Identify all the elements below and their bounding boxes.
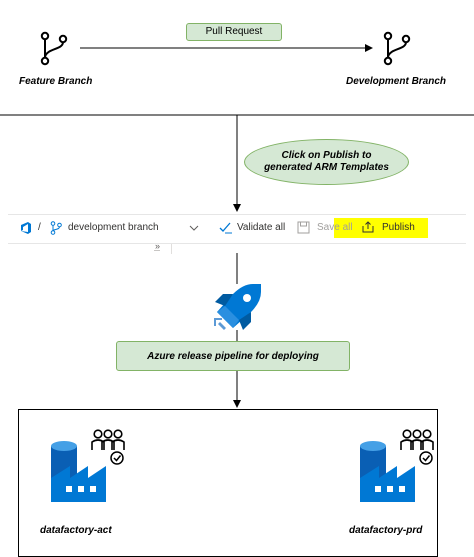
pane-divider xyxy=(171,244,172,254)
feature-branch-label: Feature Branch xyxy=(19,76,93,87)
development-branch-icon xyxy=(383,31,411,66)
save-all-button[interactable]: Save all xyxy=(317,222,353,233)
publish-button[interactable]: Publish xyxy=(382,222,415,233)
feature-branch-icon xyxy=(40,31,68,66)
breadcrumb-separator: / xyxy=(38,222,41,233)
datafactory-act-icon xyxy=(51,429,125,502)
upload-icon xyxy=(362,221,374,233)
publish-note: Click on Publish to generated ARM Templa… xyxy=(244,139,409,185)
datafactory-act-label: datafactory-act xyxy=(40,525,112,536)
pull-request-label: Pull Request xyxy=(186,23,282,41)
publish-note-text: Click on Publish to generated ARM Templa… xyxy=(264,150,389,173)
datafactory-prd-icon xyxy=(360,429,434,502)
release-pipeline-text: Azure release pipeline for deploying xyxy=(147,350,319,362)
datafactory-prd-label: datafactory-prd xyxy=(349,525,423,536)
branch-icon xyxy=(50,221,62,235)
branch-selector[interactable]: development branch xyxy=(68,222,159,233)
collapse-button[interactable]: » xyxy=(155,241,161,251)
save-icon xyxy=(297,221,310,234)
development-branch-label: Development Branch xyxy=(346,76,447,87)
chevron-down-icon[interactable] xyxy=(189,224,199,232)
publish-highlight xyxy=(334,218,428,238)
validate-all-button[interactable]: Validate all xyxy=(237,222,286,233)
validate-check-icon xyxy=(219,222,232,234)
toolbar-pane-edge xyxy=(154,250,160,251)
release-pipeline-label: Azure release pipeline for deploying xyxy=(116,341,350,371)
azure-pipelines-icon xyxy=(214,284,261,330)
devops-repo-icon[interactable] xyxy=(19,221,33,235)
